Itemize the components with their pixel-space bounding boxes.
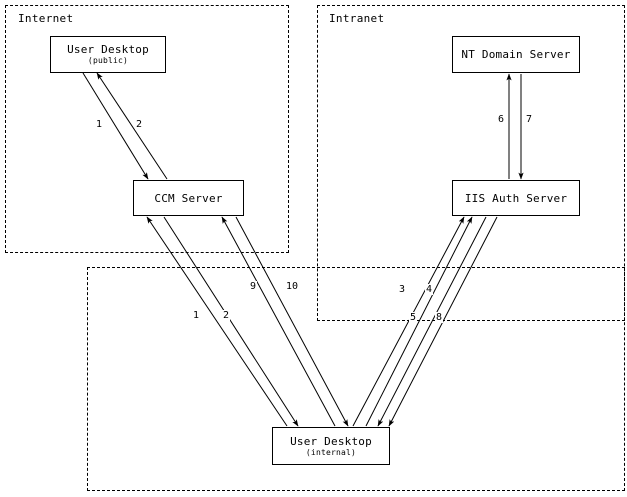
zone-internal-network <box>87 267 625 491</box>
node-title: User Desktop <box>67 43 149 56</box>
edge-label-8: 8 <box>435 312 444 323</box>
node-user-desktop-internal: User Desktop (internal) <box>272 427 390 465</box>
edge-label-6: 6 <box>497 114 506 125</box>
node-iis-auth-server: IIS Auth Server <box>452 180 580 216</box>
edge-label-1-public: 1 <box>95 119 104 130</box>
connector-2 <box>96 72 168 180</box>
connector-9 <box>221 216 336 427</box>
edge-label-10: 10 <box>285 281 300 292</box>
connector-3 <box>365 216 473 427</box>
connector-1 <box>82 72 149 180</box>
node-title: IIS Auth Server <box>464 191 568 205</box>
edge-label-2-public: 2 <box>135 119 144 130</box>
connector-1 <box>146 216 288 427</box>
edge-label-4: 4 <box>425 284 434 295</box>
connector-5 <box>352 216 465 427</box>
zone-intranet <box>317 5 625 321</box>
edge-label-7: 7 <box>525 114 534 125</box>
edge-label-5: 5 <box>409 312 418 323</box>
edge-label-3: 3 <box>398 284 407 295</box>
connector-10 <box>235 216 349 427</box>
connector-4 <box>377 216 487 427</box>
node-subtitle: (internal) <box>305 447 357 457</box>
zone-label-internet: Internet <box>18 12 74 25</box>
node-title: User Desktop <box>290 434 372 448</box>
node-title: CCM Server <box>154 191 223 205</box>
node-nt-domain-server: NT Domain Server <box>452 36 580 73</box>
zone-internet <box>5 5 289 253</box>
edge-label-2-internal: 2 <box>222 310 231 321</box>
node-ccm-server: CCM Server <box>133 180 244 216</box>
connector-2 <box>163 216 299 427</box>
edge-label-1-internal: 1 <box>192 310 201 321</box>
node-title: NT Domain Server <box>461 48 571 61</box>
node-user-desktop-public: User Desktop (public) <box>50 36 166 73</box>
edge-label-9: 9 <box>249 281 258 292</box>
node-subtitle: (public) <box>87 56 129 65</box>
zone-label-intranet: Intranet <box>329 12 385 25</box>
